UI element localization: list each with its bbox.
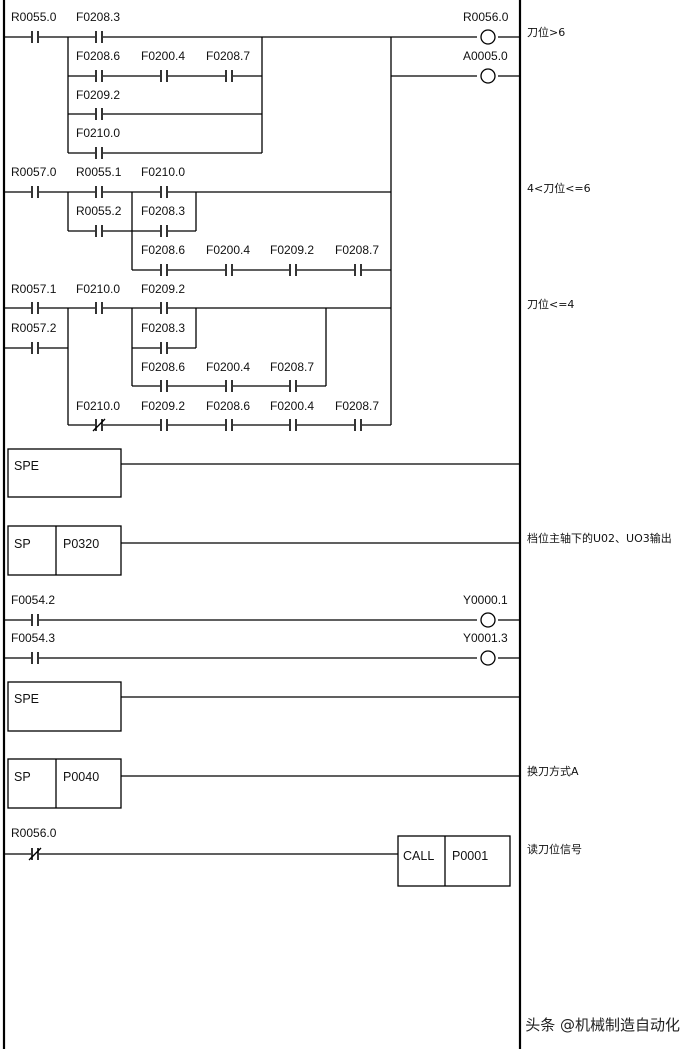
normally-open-contact: [31, 342, 39, 354]
contact-label: F0208.3: [141, 204, 185, 218]
contact-label: R0055.1: [76, 165, 122, 179]
contact-label: F0208.6: [76, 49, 120, 63]
coil-label: Y0000.1: [463, 593, 508, 607]
contact-label: F0208.7: [335, 243, 379, 257]
normally-closed-contact: [92, 418, 106, 432]
rung-comment: 读刀位信号: [527, 842, 582, 856]
sp-program-label: P0320: [63, 537, 99, 551]
output-coil: [480, 29, 496, 45]
contact-label: R0057.2: [11, 321, 57, 335]
contact-label: R0057.1: [11, 282, 57, 296]
sp-program-label: P0040: [63, 770, 99, 784]
normally-open-contact: [31, 31, 39, 43]
contact-label: F0200.4: [206, 360, 250, 374]
watermark: 头条 @机械制造自动化: [525, 1016, 680, 1034]
normally-open-contact: [225, 70, 233, 82]
contact-label: F0208.6: [206, 399, 250, 413]
contact-label: F0054.2: [11, 593, 55, 607]
spe-label: SPE: [14, 692, 39, 706]
call-label: CALL: [403, 849, 434, 863]
rung-comment: 档位主轴下的U02、UO3输出: [527, 531, 672, 545]
normally-open-contact: [95, 31, 103, 43]
output-coil: [480, 68, 496, 84]
contact-label: F0208.7: [335, 399, 379, 413]
normally-open-contact: [95, 70, 103, 82]
contact-label: R0055.0: [11, 10, 57, 24]
normally-closed-contact: [28, 847, 42, 861]
normally-open-contact: [160, 380, 168, 392]
normally-open-contact: [95, 147, 103, 159]
contact-label: F0209.2: [270, 243, 314, 257]
normally-open-contact: [225, 419, 233, 431]
normally-open-contact: [160, 186, 168, 198]
contact-label: F0208.6: [141, 243, 185, 257]
contact-label: F0208.3: [141, 321, 185, 335]
contact-label: F0210.0: [76, 399, 120, 413]
rung-comment: 刀位>6: [527, 25, 565, 39]
normally-open-contact: [289, 264, 297, 276]
sp-block: [7, 525, 122, 576]
contact-label: F0210.0: [76, 282, 120, 296]
coil-label: Y0001.3: [463, 631, 508, 645]
spe-label: SPE: [14, 459, 39, 473]
contact-label: R0055.2: [76, 204, 122, 218]
normally-open-contact: [225, 380, 233, 392]
normally-open-contact: [225, 264, 233, 276]
normally-open-contact: [31, 652, 39, 664]
call-block: [397, 835, 511, 887]
contact-label: F0209.2: [76, 88, 120, 102]
rung-comment: 刀位<=4: [527, 297, 574, 311]
output-coil: [480, 650, 496, 666]
spe-block: [7, 681, 122, 732]
contact-label: F0054.3: [11, 631, 55, 645]
normally-open-contact: [160, 264, 168, 276]
output-coil: [480, 612, 496, 628]
normally-open-contact: [95, 108, 103, 120]
sp-label: SP: [14, 537, 31, 551]
coil-label: A0005.0: [463, 49, 508, 63]
contact-label: F0208.6: [141, 360, 185, 374]
contact-label: R0056.0: [11, 826, 57, 840]
contact-label: R0057.0: [11, 165, 57, 179]
normally-open-contact: [160, 302, 168, 314]
normally-open-contact: [160, 225, 168, 237]
contact-label: F0209.2: [141, 399, 185, 413]
spe-block: [7, 448, 122, 498]
normally-open-contact: [95, 186, 103, 198]
normally-open-contact: [289, 380, 297, 392]
normally-open-contact: [31, 614, 39, 626]
normally-open-contact: [289, 419, 297, 431]
contact-label: F0208.7: [270, 360, 314, 374]
normally-open-contact: [31, 302, 39, 314]
contact-label: F0200.4: [270, 399, 314, 413]
rung-comment: 换刀方式A: [527, 764, 579, 778]
contact-label: F0210.0: [141, 165, 185, 179]
normally-open-contact: [160, 342, 168, 354]
coil-label: R0056.0: [463, 10, 509, 24]
sp-label: SP: [14, 770, 31, 784]
normally-open-contact: [95, 302, 103, 314]
normally-open-contact: [160, 419, 168, 431]
contact-label: F0209.2: [141, 282, 185, 296]
normally-open-contact: [354, 419, 362, 431]
normally-open-contact: [354, 264, 362, 276]
contact-label: F0200.4: [206, 243, 250, 257]
call-program-label: P0001: [452, 849, 488, 863]
normally-open-contact: [160, 70, 168, 82]
contact-label: F0200.4: [141, 49, 185, 63]
normally-open-contact: [95, 225, 103, 237]
contact-label: F0208.7: [206, 49, 250, 63]
contact-label: F0208.3: [76, 10, 120, 24]
rung-comment: 4<刀位<=6: [527, 181, 591, 195]
sp-block: [7, 758, 122, 809]
contact-label: F0210.0: [76, 126, 120, 140]
normally-open-contact: [31, 186, 39, 198]
